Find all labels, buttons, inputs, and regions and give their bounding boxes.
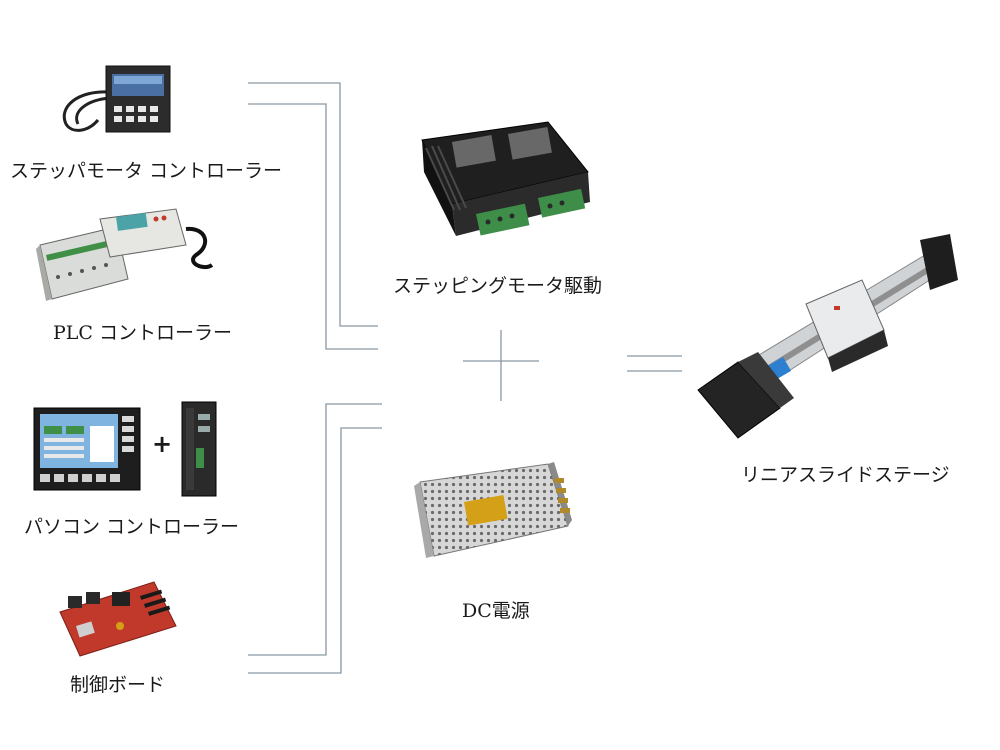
plc-controller-icon xyxy=(36,208,214,301)
control-board-label: 制御ボード xyxy=(70,674,166,696)
plc-controller-label: PLC コントローラー xyxy=(53,322,232,344)
connector-stepper-controller xyxy=(248,82,378,327)
stepper-driver-icon xyxy=(421,121,590,236)
linear-stage-label: リニアスライドステージ xyxy=(741,464,950,486)
pc-controller-label: パソコン コントローラー xyxy=(24,516,240,538)
stepper-controller-label: ステッパモータ コントローラー xyxy=(10,160,283,182)
stepper-controller-icon xyxy=(62,65,171,133)
control-board-icon xyxy=(59,581,177,657)
connector-control-board xyxy=(248,427,382,674)
dc-power-icon xyxy=(414,462,572,558)
pc-controller-plus: + xyxy=(152,430,173,458)
connector-pc-controller xyxy=(248,403,382,656)
pc-controller-icon xyxy=(33,407,141,491)
connector-plc-controller xyxy=(248,103,378,350)
linear-stage-icon xyxy=(697,234,958,439)
dc-power-label: DC電源 xyxy=(462,600,530,622)
pc-unit-icon xyxy=(181,401,217,497)
stepper-driver-label: ステッピングモータ駆動 xyxy=(393,275,603,297)
